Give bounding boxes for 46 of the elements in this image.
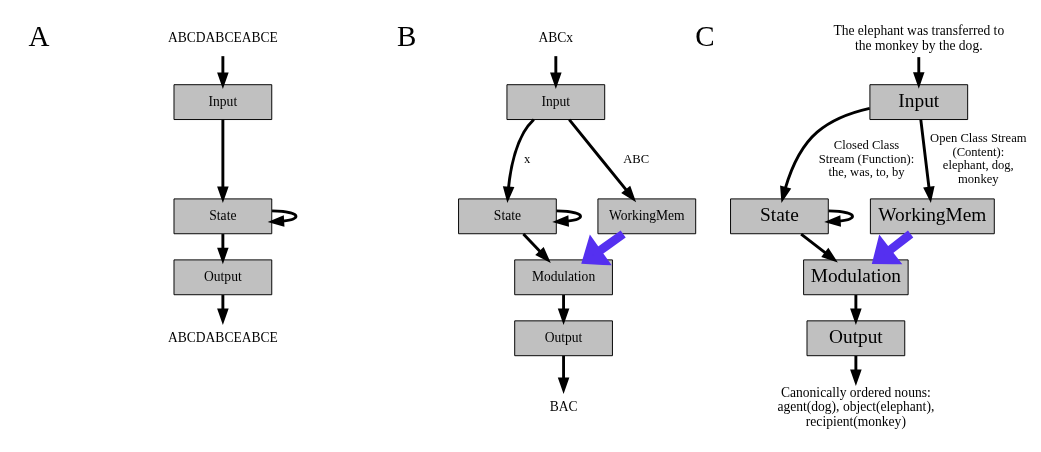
arrow (217, 56, 229, 90)
node-box: Input (869, 84, 969, 120)
node-text: BAC (549, 399, 578, 415)
label: B (397, 19, 417, 52)
arrow (217, 119, 229, 204)
edge-label: Closed Class Stream (Function): the, was, to, by (818, 137, 915, 180)
label: A (28, 19, 50, 52)
node-box: WorkingMem (597, 198, 697, 235)
edge-label: Open Class Stream (Content): elephant, dog, monkey (930, 131, 1027, 186)
arrow (913, 57, 925, 89)
arrow (780, 106, 870, 204)
arrow (552, 209, 582, 227)
node-box: Output (806, 320, 906, 357)
arrow (850, 295, 862, 326)
node-box: State (173, 198, 273, 235)
node-box: Input (173, 84, 273, 120)
arrow (824, 209, 854, 227)
arrow (217, 234, 229, 265)
arrow (568, 118, 637, 203)
arrow (502, 118, 535, 204)
node-text: The elephant was transferred to the monkey by the dog. (833, 23, 1005, 53)
arrow (267, 209, 298, 227)
node-text: ABCDABCEABCE (167, 329, 278, 345)
edge-label: x (524, 151, 531, 166)
arrow (217, 295, 229, 326)
node-box: Output (173, 259, 273, 296)
arrow (850, 355, 862, 387)
node-text: ABCx (538, 30, 574, 46)
arrow (522, 233, 551, 263)
node-text: ABCDABCEABCE (167, 30, 278, 46)
label: C (695, 19, 715, 52)
node-box: State (730, 198, 829, 235)
node-box: State (458, 198, 557, 235)
node-box: Input (506, 84, 606, 120)
node-text: Canonically ordered nouns: agent(dog), object(elephant), recipient(monkey) (777, 384, 935, 429)
node-box: Output (514, 320, 613, 357)
arrow (557, 295, 570, 326)
arrow (871, 230, 914, 265)
arrow (800, 232, 838, 263)
arrow (550, 56, 562, 90)
edge-label: ABC (623, 151, 650, 166)
node-box: WorkingMem (869, 198, 995, 235)
arrow (557, 355, 570, 394)
arrow (919, 119, 935, 204)
node-box: Modulation (803, 259, 909, 296)
node-box: Modulation (514, 259, 613, 296)
